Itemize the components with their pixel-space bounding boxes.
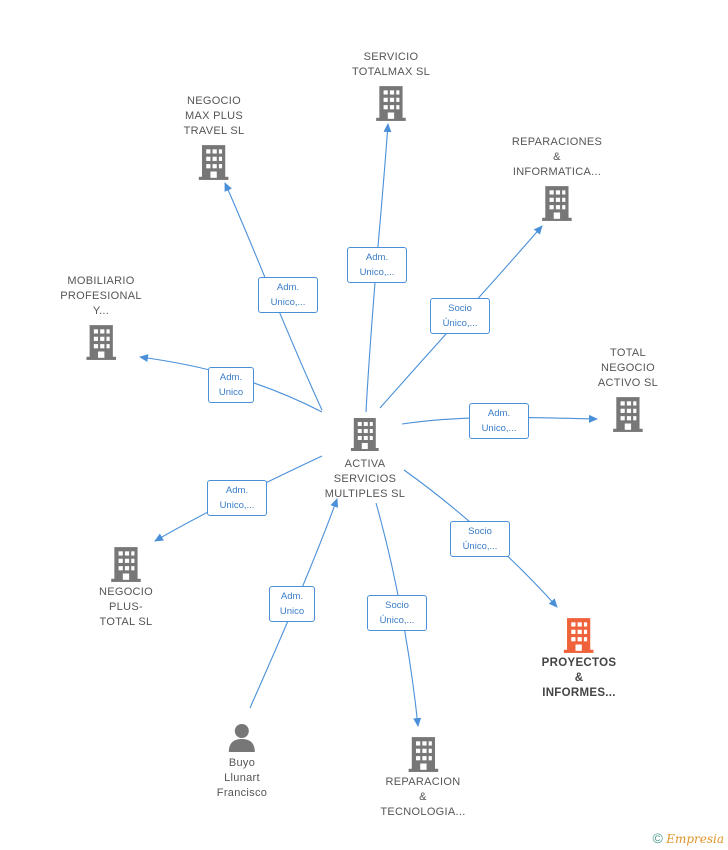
node-label: PROYECTOS & INFORMES... bbox=[541, 657, 617, 699]
building-icon bbox=[408, 737, 438, 772]
brand-name: Empresia bbox=[666, 832, 724, 846]
center-node[interactable]: ACTIVA SERVICIOS MULTIPLES SL bbox=[325, 416, 405, 502]
building-icon bbox=[564, 618, 594, 653]
person-icon bbox=[228, 724, 255, 752]
node-label: TOTAL NEGOCIO ACTIVO SL bbox=[597, 347, 659, 389]
building-icon bbox=[542, 186, 572, 221]
node-label: SERVICIO TOTALMAX SL bbox=[351, 51, 431, 78]
edge-label[interactable]: Adm. Unico,... bbox=[347, 247, 407, 283]
building-icon bbox=[351, 418, 379, 451]
node-total-negocio-activo[interactable]: TOTAL NEGOCIO ACTIVO SL bbox=[598, 346, 658, 433]
edge-label[interactable]: Socio Único,... bbox=[450, 521, 510, 557]
edge-label[interactable]: Adm. Unico bbox=[269, 586, 315, 622]
edge-label[interactable]: Adm. Unico,... bbox=[469, 403, 529, 439]
node-label: Buyo Llunart Francisco bbox=[216, 757, 268, 799]
edge-label[interactable]: Socio Único,... bbox=[367, 595, 427, 631]
node-servicio-totalmax[interactable]: SERVICIO TOTALMAX SL bbox=[352, 50, 430, 122]
copyright-symbol: © bbox=[652, 830, 663, 846]
edge-label[interactable]: Adm. Unico,... bbox=[258, 277, 318, 313]
node-label: REPARACION & TECNOLOGIA... bbox=[380, 776, 466, 818]
node-label: REPARACIONES & INFORMATICA... bbox=[511, 136, 603, 178]
node-reparacion-tecnologia[interactable]: REPARACION & TECNOLOGIA... bbox=[380, 735, 465, 820]
edge-label[interactable]: Adm. Unico bbox=[208, 367, 254, 403]
edge-label[interactable]: Adm. Unico,... bbox=[207, 480, 267, 516]
building-icon bbox=[111, 547, 141, 582]
node-label: NEGOCIO MAX PLUS TRAVEL SL bbox=[183, 95, 245, 137]
building-icon bbox=[613, 397, 643, 432]
building-icon bbox=[199, 145, 229, 180]
building-icon bbox=[376, 86, 406, 121]
node-proyectos-informes[interactable]: PROYECTOS & INFORMES... bbox=[542, 616, 617, 701]
footer-brand: © Empresia bbox=[653, 830, 724, 846]
building-icon bbox=[86, 325, 116, 360]
node-negocio-max-plus-travel[interactable]: NEGOCIO MAX PLUS TRAVEL SL bbox=[184, 94, 245, 181]
node-mobiliario-profesional[interactable]: MOBILIARIO PROFESIONAL Y... bbox=[60, 274, 142, 361]
node-label: MOBILIARIO PROFESIONAL Y... bbox=[60, 275, 142, 317]
node-label: NEGOCIO PLUS- TOTAL SL bbox=[98, 586, 154, 628]
node-buyo-llunart-francisco[interactable]: Buyo Llunart Francisco bbox=[217, 722, 267, 801]
node-negocio-plus-total[interactable]: NEGOCIO PLUS- TOTAL SL bbox=[99, 545, 153, 630]
node-reparaciones-informatica[interactable]: REPARACIONES & INFORMATICA... bbox=[512, 135, 602, 222]
edge-label[interactable]: Socio Único,... bbox=[430, 298, 490, 334]
center-node-label: ACTIVA SERVICIOS MULTIPLES SL bbox=[324, 458, 406, 500]
